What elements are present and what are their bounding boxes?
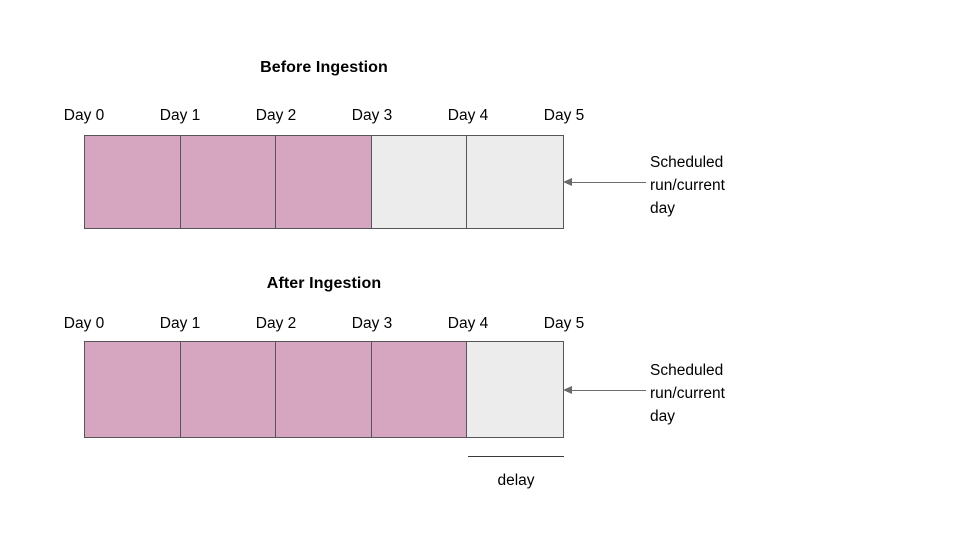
before-cell-day-3 bbox=[371, 136, 468, 228]
after-cell-day-2 bbox=[276, 342, 372, 437]
after-callout-label: Scheduled run/current day bbox=[650, 359, 760, 428]
before-callout-arrow-icon bbox=[563, 177, 572, 186]
after-callout-arrow-icon bbox=[563, 385, 572, 394]
before-ingestion-title: Before Ingestion bbox=[260, 59, 388, 76]
before-cell-day-4 bbox=[467, 136, 563, 228]
day-label-after-2: Day 2 bbox=[255, 315, 297, 332]
day-label-before-2: Day 2 bbox=[255, 107, 297, 124]
after-cell-day-3 bbox=[371, 342, 468, 437]
day-label-after-3: Day 3 bbox=[351, 315, 393, 332]
day-label-before-4: Day 4 bbox=[447, 107, 489, 124]
day-label-before-0: Day 0 bbox=[63, 107, 105, 124]
after-callout-line-3: day bbox=[650, 408, 675, 425]
day-label-after-1: Day 1 bbox=[159, 315, 201, 332]
delay-bracket-line bbox=[468, 456, 564, 457]
day-label-before-5: Day 5 bbox=[543, 107, 585, 124]
after-callout-leader-line bbox=[566, 390, 646, 391]
day-label-after-0: Day 0 bbox=[63, 315, 105, 332]
before-ingestion-timeline bbox=[84, 135, 564, 229]
after-ingestion-timeline bbox=[84, 341, 564, 438]
before-callout-line-2: run/current bbox=[650, 177, 725, 194]
before-cell-day-1 bbox=[180, 136, 277, 228]
after-callout-line-1: Scheduled bbox=[650, 362, 724, 379]
before-callout-label: Scheduled run/current day bbox=[650, 151, 760, 220]
before-callout-leader-line bbox=[566, 182, 646, 183]
before-cell-day-2 bbox=[276, 136, 372, 228]
before-ingestion-day-axis: Day 0 Day 1 Day 2 Day 3 Day 4 Day 5 bbox=[64, 106, 585, 126]
after-ingestion-day-axis: Day 0 Day 1 Day 2 Day 3 Day 4 Day 5 bbox=[64, 314, 585, 334]
delay-bracket-label: delay bbox=[497, 472, 535, 489]
after-ingestion-title: After Ingestion bbox=[266, 275, 382, 292]
after-cell-day-1 bbox=[180, 342, 277, 437]
after-cell-day-4 bbox=[467, 342, 563, 437]
after-cell-day-0 bbox=[85, 342, 181, 437]
before-callout-line-3: day bbox=[650, 200, 675, 217]
before-callout-line-1: Scheduled bbox=[650, 154, 724, 171]
day-label-after-4: Day 4 bbox=[447, 315, 489, 332]
before-cell-day-0 bbox=[85, 136, 181, 228]
day-label-before-1: Day 1 bbox=[159, 107, 201, 124]
day-label-before-3: Day 3 bbox=[351, 107, 393, 124]
day-label-after-5: Day 5 bbox=[543, 315, 585, 332]
after-callout-line-2: run/current bbox=[650, 385, 725, 402]
